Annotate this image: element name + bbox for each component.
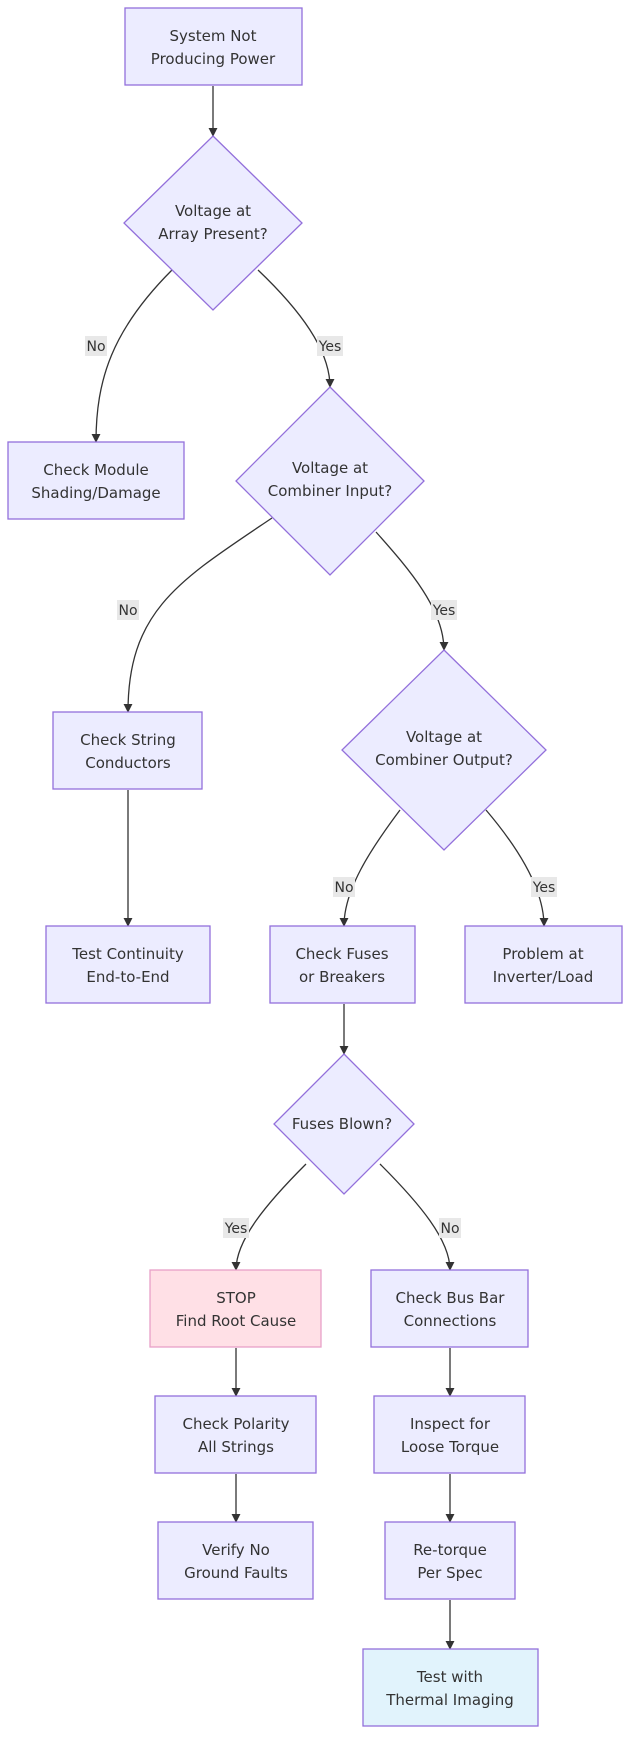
edge-label-d1-yes: Yes [317,336,343,356]
decision-voltage-at-combiner-input: Voltage at Combiner Input? [235,386,425,576]
svg-text:No: No [86,339,105,355]
node-check-module: Check Module Shading/Damage [7,441,185,520]
svg-text:No: No [334,880,353,896]
edge-label-d2-no: No [117,600,139,620]
svg-text:Check Fuses: Check Fuses [295,945,388,963]
node-stop-find-root-cause: STOP Find Root Cause [149,1269,322,1348]
node-test-thermal-imaging: Test with Thermal Imaging [362,1648,539,1727]
svg-text:Test with: Test with [416,1668,483,1686]
edges [91,86,549,1650]
edge-d1-to-module [91,269,173,443]
svg-text:Find Root Cause: Find Root Cause [176,1312,296,1330]
svg-text:Yes: Yes [532,880,556,896]
edge-d4-to-stop [231,1163,307,1271]
node-problem-at-inverter: Problem at Inverter/Load [464,925,623,1004]
svg-text:or Breakers: or Breakers [299,968,385,986]
svg-text:Inverter/Load: Inverter/Load [493,968,594,986]
svg-text:No: No [440,1221,459,1237]
svg-text:Combiner Input?: Combiner Input? [268,482,392,500]
svg-text:Verify No: Verify No [202,1541,270,1559]
edge-label-d2-yes: Yes [431,600,457,620]
decision-fuses-blown: Fuses Blown? [273,1053,415,1195]
svg-text:Array Present?: Array Present? [158,225,267,243]
svg-text:STOP: STOP [216,1289,256,1307]
svg-text:Combiner Output?: Combiner Output? [375,751,513,769]
svg-text:Check Bus Bar: Check Bus Bar [396,1289,506,1307]
decision-voltage-at-combiner-output: Voltage at Combiner Output? [341,649,547,851]
svg-text:Loose Torque: Loose Torque [401,1438,499,1456]
svg-text:End-to-End: End-to-End [86,968,169,986]
edge-labels: No Yes No Yes No Yes Yes No [85,336,557,1238]
edge-label-d4-yes: Yes [223,1218,249,1238]
edge-d1-to-d2 [257,269,335,388]
node-check-string-conductors: Check String Conductors [52,711,203,790]
edge-label-d3-yes: Yes [531,877,557,897]
svg-text:All Strings: All Strings [198,1438,274,1456]
svg-text:Check Module: Check Module [43,461,148,479]
svg-text:Shading/Damage: Shading/Damage [31,484,160,502]
svg-text:Connections: Connections [404,1312,497,1330]
svg-text:Yes: Yes [224,1221,248,1237]
svg-text:Ground Faults: Ground Faults [184,1564,288,1582]
edge-d3-to-inverter [485,809,549,927]
svg-text:Problem at: Problem at [502,945,583,963]
node-system-not-producing-power: System Not Producing Power [124,7,303,86]
node-retorque-per-spec: Re-torque Per Spec [384,1521,516,1600]
svg-text:No: No [118,603,137,619]
svg-text:Test Continuity: Test Continuity [71,945,184,963]
svg-text:Fuses Blown?: Fuses Blown? [292,1115,392,1133]
svg-text:Re-torque: Re-torque [413,1541,487,1559]
edge-label-d1-no: No [85,336,107,356]
node-check-bus-bar: Check Bus Bar Connections [370,1269,529,1348]
edge-d3-to-fuses [339,809,401,927]
svg-text:Thermal Imaging: Thermal Imaging [385,1691,514,1709]
edge-d2-to-string [123,517,273,713]
svg-text:Voltage at: Voltage at [406,728,482,746]
svg-text:Voltage at: Voltage at [292,459,368,477]
edge-label-d4-no: No [439,1218,461,1238]
svg-text:Conductors: Conductors [85,754,171,772]
svg-text:Producing Power: Producing Power [151,50,276,68]
svg-text:Yes: Yes [318,339,342,355]
node-inspect-loose-torque: Inspect for Loose Torque [373,1395,526,1474]
svg-text:Per Spec: Per Spec [417,1564,482,1582]
edge-label-d3-no: No [333,877,355,897]
svg-text:Inspect for: Inspect for [410,1415,491,1433]
node-check-polarity: Check Polarity All Strings [154,1395,317,1474]
svg-text:System Not: System Not [170,27,257,45]
edge-d4-to-bus [379,1163,455,1271]
node-check-fuses: Check Fuses or Breakers [269,925,416,1004]
decision-voltage-at-array: Voltage at Array Present? [123,135,303,311]
nodes: System Not Producing Power Voltage at Ar… [7,7,623,1727]
svg-text:Check String: Check String [80,731,176,749]
node-test-continuity: Test Continuity End-to-End [45,925,211,1004]
edge-d2-to-d3 [375,531,449,651]
svg-text:Voltage at: Voltage at [175,202,251,220]
svg-text:Check Polarity: Check Polarity [182,1415,289,1433]
node-verify-ground-faults: Verify No Ground Faults [157,1521,314,1600]
svg-text:Yes: Yes [432,603,456,619]
